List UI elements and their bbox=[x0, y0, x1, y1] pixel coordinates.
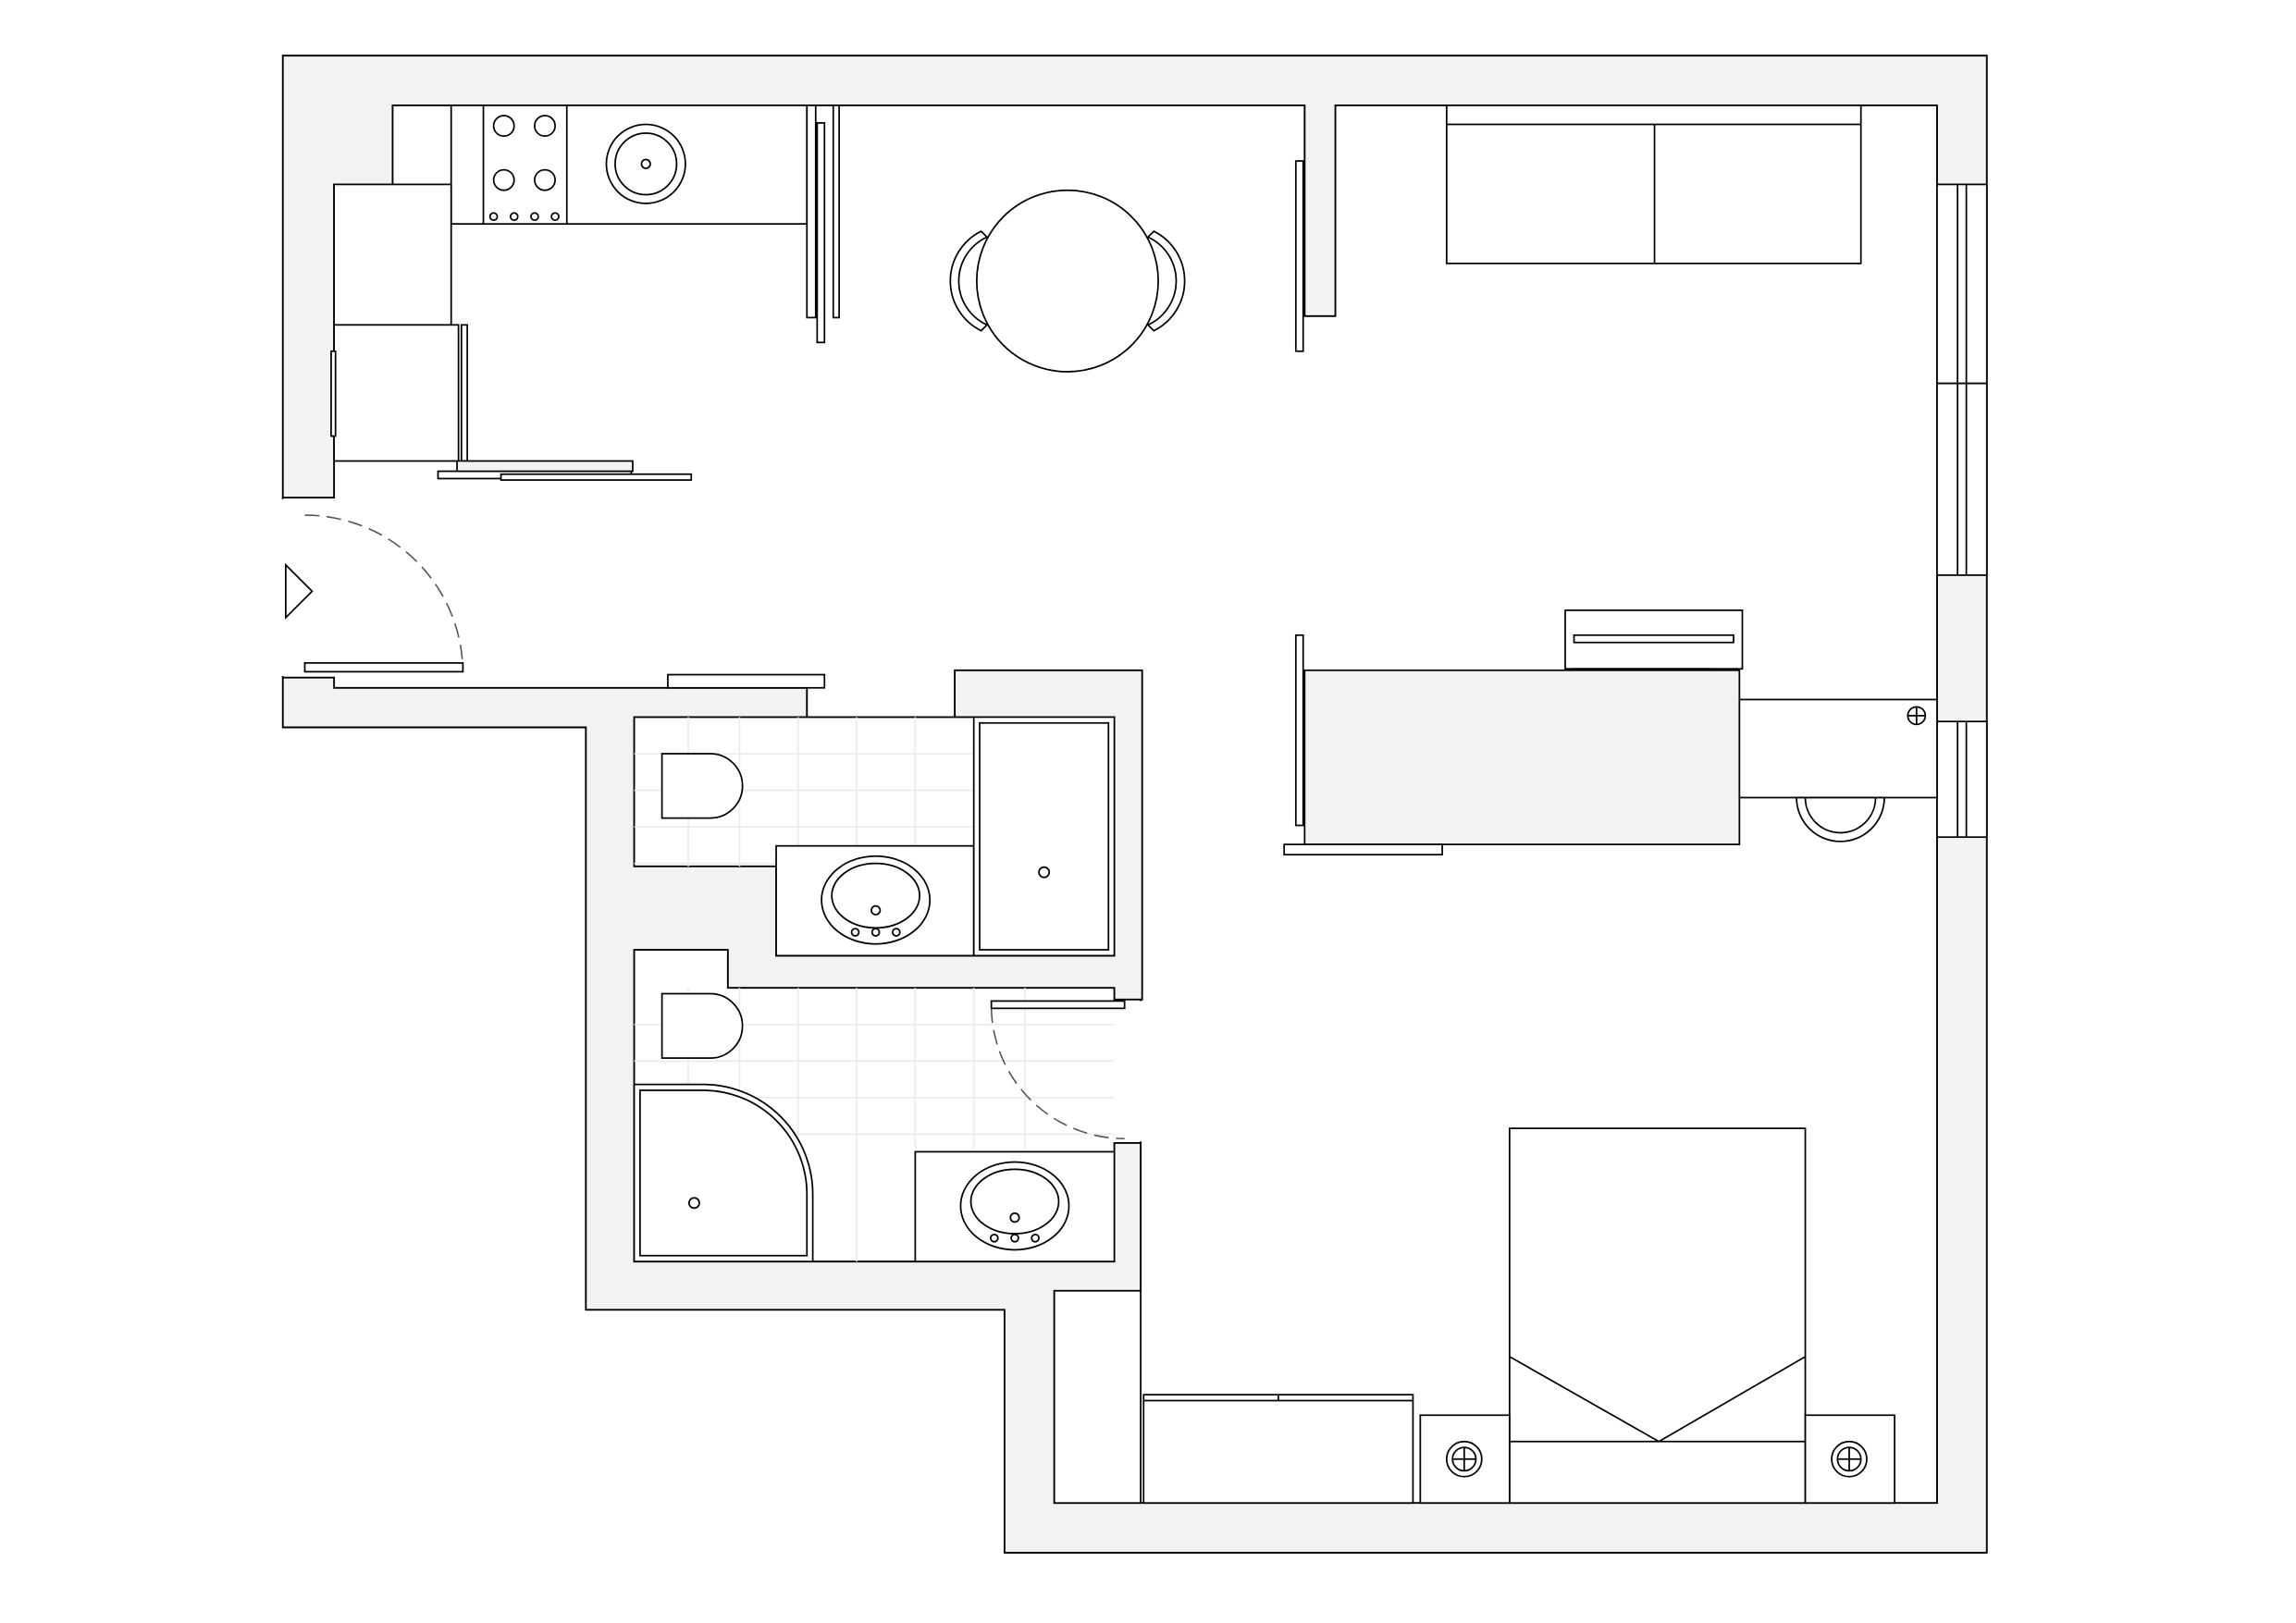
kitchen-cabinet bbox=[333, 183, 452, 326]
entrance-door[interactable] bbox=[303, 662, 464, 673]
corner-shower bbox=[633, 1083, 814, 1262]
dining-table bbox=[975, 189, 1159, 373]
bed bbox=[1509, 1127, 1807, 1505]
side-table bbox=[1738, 698, 1938, 799]
entrance-door-swing bbox=[304, 514, 464, 670]
toilet-upper bbox=[660, 753, 744, 819]
bathtub-drain bbox=[1038, 866, 1051, 879]
dresser bbox=[1142, 1394, 1414, 1505]
bathroom-door-swing bbox=[990, 1008, 1125, 1139]
fridge bbox=[333, 324, 460, 462]
desk-sliding-door[interactable] bbox=[1294, 633, 1304, 827]
toilet-lower bbox=[660, 992, 744, 1060]
dining-chair-left bbox=[949, 229, 989, 332]
entrance-arrow-icon bbox=[285, 562, 314, 620]
hall-shelf bbox=[667, 673, 826, 689]
wardrobe bbox=[1053, 1289, 1142, 1505]
tv bbox=[1573, 633, 1734, 644]
bathroom-door[interactable] bbox=[990, 1000, 1126, 1010]
desk bbox=[1303, 669, 1741, 845]
sliding-door-dining[interactable] bbox=[806, 105, 817, 319]
desk-chair bbox=[1796, 796, 1885, 842]
windows bbox=[1936, 183, 1988, 839]
dining-chair-right bbox=[1146, 229, 1186, 332]
